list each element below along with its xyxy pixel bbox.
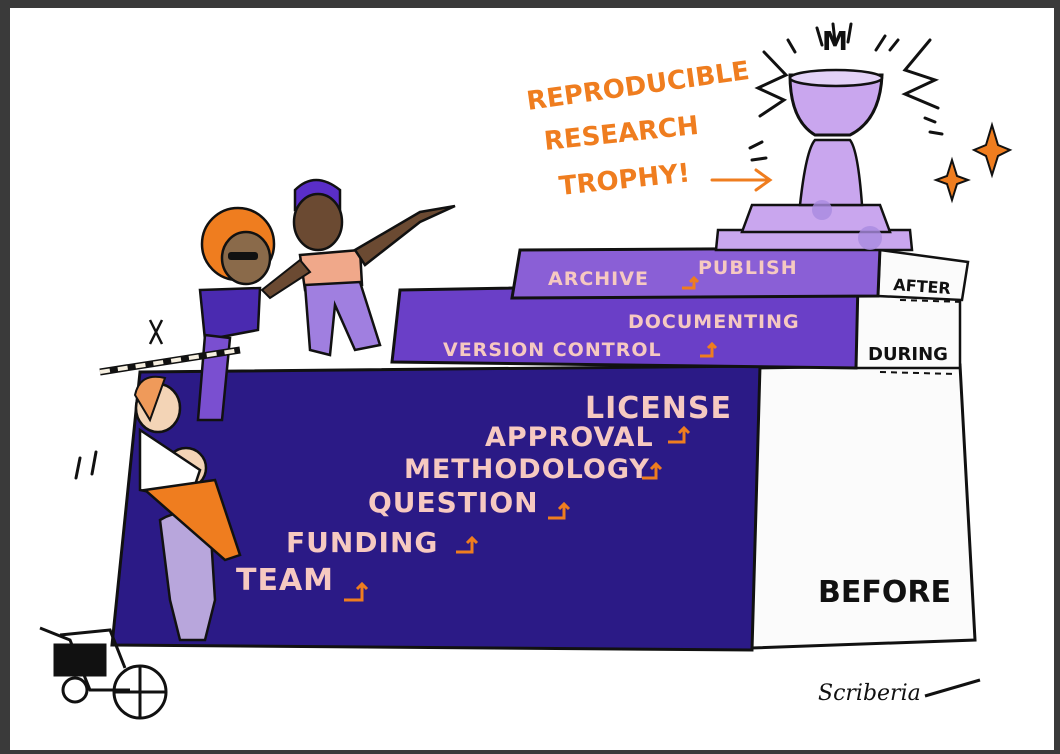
step-methodology: METHODOLOGY — [404, 454, 650, 485]
step-team: TEAM — [236, 563, 334, 598]
arrow-icon — [344, 581, 369, 602]
signature: Scriberia — [818, 681, 921, 706]
trophy-m-mark: M — [822, 27, 848, 57]
step-approval: APPROVAL — [485, 422, 654, 453]
during-dash — [879, 371, 956, 375]
arrow-icon — [456, 535, 479, 554]
stage-after-label: AFTER — [893, 275, 952, 298]
step-question: QUESTION — [368, 486, 539, 519]
step-funding: FUNDING — [286, 526, 438, 559]
step-license: LICENSE — [585, 391, 732, 426]
caption-arrow-icon — [710, 168, 773, 192]
climbing-people — [133, 178, 456, 642]
stick — [99, 319, 241, 376]
stage-during-label: DURING — [868, 344, 948, 365]
arrow-icon — [668, 425, 691, 444]
trophy-glow — [748, 22, 944, 162]
step-publish: PUBLISH — [698, 257, 798, 279]
sparkle-icon — [933, 121, 1013, 204]
before-block — [110, 364, 762, 652]
trophy-icon — [714, 68, 914, 252]
arrow-icon — [682, 275, 700, 290]
step-archive: ARCHIVE — [548, 268, 649, 290]
step-documenting: DOCUMENTING — [628, 311, 800, 333]
step-version-control: VERSION CONTROL — [443, 339, 662, 361]
arrow-icon — [548, 501, 571, 520]
stage-before-label: BEFORE — [818, 575, 951, 610]
arrow-icon — [700, 341, 718, 358]
pen-icon — [924, 678, 981, 698]
arrow-icon — [642, 461, 663, 480]
wheelchair-icon — [39, 626, 168, 720]
motion-marks — [74, 450, 98, 480]
